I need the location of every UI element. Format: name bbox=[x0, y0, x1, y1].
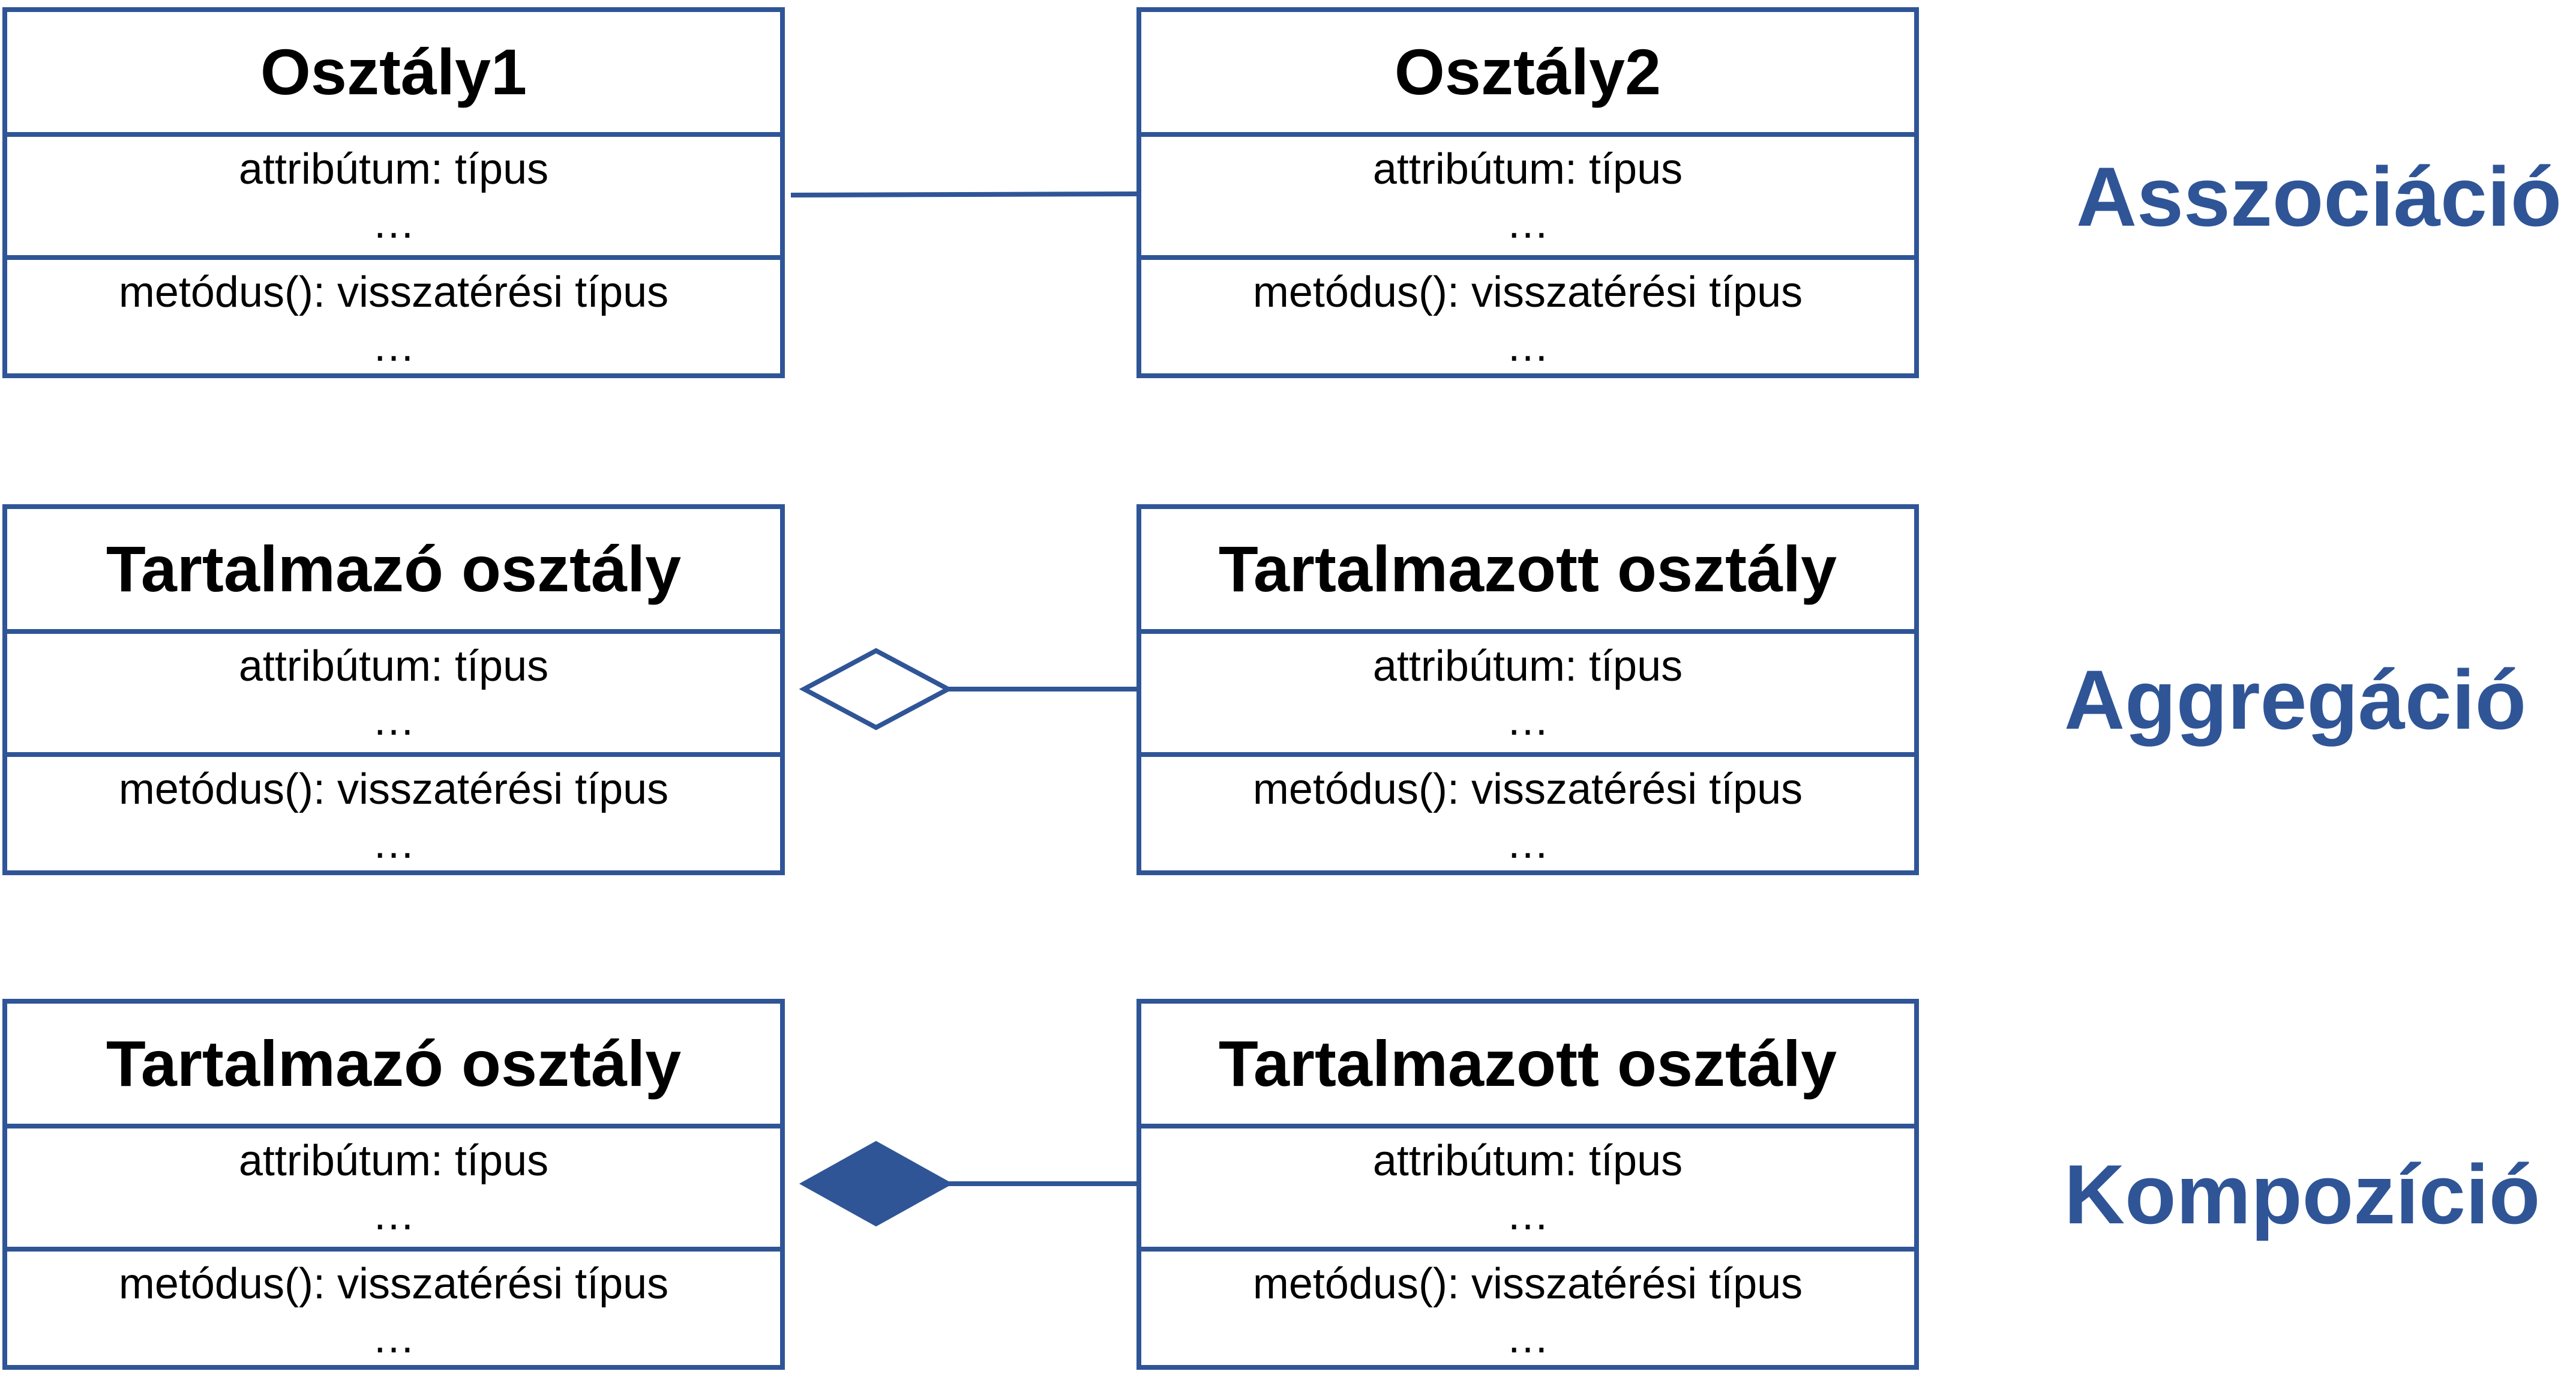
class-name: Tartalmazott osztály bbox=[1141, 509, 1914, 634]
attributes-section: attribútum: típus … bbox=[7, 137, 780, 260]
attributes-section: attribútum: típus … bbox=[7, 634, 780, 757]
methods-section: metódus(): visszatérési típus … bbox=[1141, 757, 1914, 875]
attribute-text: attribútum: típus bbox=[238, 145, 549, 193]
class-box-osztaly1: Osztály1 attribútum: típus … metódus(): … bbox=[2, 7, 785, 378]
method-text: metódus(): visszatérési típus bbox=[118, 1259, 669, 1308]
attribute-text: attribútum: típus bbox=[1372, 1136, 1683, 1185]
class-name: Tartalmazó osztály bbox=[7, 1004, 780, 1128]
class-box-contained-composition: Tartalmazott osztály attribútum: típus …… bbox=[1136, 999, 1919, 1370]
method-ellipsis: … bbox=[1506, 322, 1549, 370]
class-name: Tartalmazó osztály bbox=[7, 509, 780, 634]
methods-section: metódus(): visszatérési típus … bbox=[7, 260, 780, 378]
attributes-section: attribútum: típus … bbox=[7, 1128, 780, 1252]
class-name: Osztály2 bbox=[1141, 12, 1914, 137]
attribute-ellipsis: … bbox=[1506, 696, 1549, 744]
attributes-section: attribútum: típus … bbox=[1141, 137, 1914, 260]
aggregation-label: Aggregáció bbox=[2064, 652, 2527, 747]
method-ellipsis: … bbox=[1506, 819, 1549, 867]
attribute-ellipsis: … bbox=[1506, 199, 1549, 247]
composition-label: Kompozíció bbox=[2064, 1147, 2541, 1241]
method-ellipsis: … bbox=[372, 1313, 415, 1362]
attribute-text: attribútum: típus bbox=[1372, 145, 1683, 193]
methods-section: metódus(): visszatérési típus … bbox=[7, 757, 780, 875]
association-label: Asszociáció bbox=[2076, 149, 2562, 244]
method-text: metódus(): visszatérési típus bbox=[118, 268, 669, 316]
method-text: metódus(): visszatérési típus bbox=[1252, 765, 1803, 813]
class-box-container-composition: Tartalmazó osztály attribútum: típus … m… bbox=[2, 999, 785, 1370]
attribute-ellipsis: … bbox=[372, 1190, 415, 1239]
attribute-ellipsis: … bbox=[372, 199, 415, 247]
class-name: Osztály1 bbox=[7, 12, 780, 137]
methods-section: metódus(): visszatérési típus … bbox=[7, 1252, 780, 1370]
attributes-section: attribútum: típus … bbox=[1141, 1128, 1914, 1252]
attribute-text: attribútum: típus bbox=[238, 642, 549, 690]
association-line bbox=[790, 191, 1137, 197]
attribute-text: attribútum: típus bbox=[238, 1136, 549, 1185]
composition-filled-diamond-icon bbox=[799, 1140, 953, 1227]
class-box-osztaly2: Osztály2 attribútum: típus … metódus(): … bbox=[1136, 7, 1919, 378]
attributes-section: attribútum: típus … bbox=[1141, 634, 1914, 757]
class-box-contained-aggregation: Tartalmazott osztály attribútum: típus …… bbox=[1136, 504, 1919, 875]
aggregation-hollow-diamond-icon bbox=[799, 648, 953, 731]
class-name: Tartalmazott osztály bbox=[1141, 1004, 1914, 1128]
method-ellipsis: … bbox=[372, 322, 415, 370]
attribute-ellipsis: … bbox=[372, 696, 415, 744]
class-box-container-aggregation: Tartalmazó osztály attribútum: típus … m… bbox=[2, 504, 785, 875]
method-text: metódus(): visszatérési típus bbox=[118, 765, 669, 813]
method-ellipsis: … bbox=[372, 819, 415, 867]
attribute-text: attribútum: típus bbox=[1372, 642, 1683, 690]
methods-section: metódus(): visszatérési típus … bbox=[1141, 260, 1914, 378]
methods-section: metódus(): visszatérési típus … bbox=[1141, 1252, 1914, 1370]
method-text: metódus(): visszatérési típus bbox=[1252, 268, 1803, 316]
method-text: metódus(): visszatérési típus bbox=[1252, 1259, 1803, 1308]
method-ellipsis: … bbox=[1506, 1313, 1549, 1362]
attribute-ellipsis: … bbox=[1506, 1190, 1549, 1239]
